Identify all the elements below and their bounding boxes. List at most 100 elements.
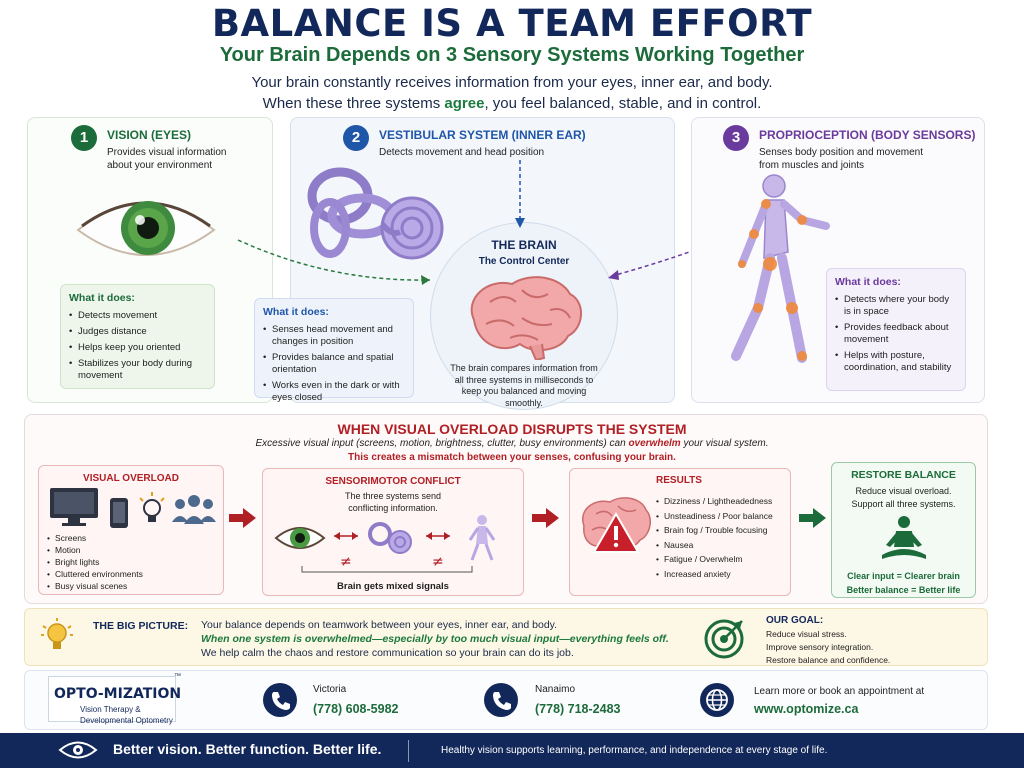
list-item: Detects movement bbox=[69, 310, 206, 322]
intro-line-2: When these three systems agree, you feel… bbox=[262, 95, 762, 112]
people-icon bbox=[172, 495, 216, 524]
bracket bbox=[301, 566, 473, 573]
results-list: Dizziness / Lightheadedness Unsteadiness… bbox=[656, 494, 773, 581]
phone-icon[interactable] bbox=[263, 683, 297, 717]
arrow-right-icon bbox=[229, 508, 256, 528]
restore-footer-1: Clear input = Clearer brain bbox=[847, 571, 960, 581]
svg-text:≠: ≠ bbox=[432, 554, 444, 570]
restore-desc: Reduce visual overload.Support all three… bbox=[851, 486, 956, 509]
eye-icon bbox=[76, 201, 216, 256]
footer-divider bbox=[408, 740, 409, 762]
goal-item: Reduce visual stress. bbox=[766, 629, 847, 639]
list-item: Helps keep you oriented bbox=[69, 342, 206, 354]
bulb-icon bbox=[139, 492, 165, 522]
svg-text:≠: ≠ bbox=[340, 554, 352, 570]
vestibular-number-badge: 2 bbox=[343, 125, 369, 151]
vestibular-what-title: What it does: bbox=[263, 306, 329, 318]
logo-tagline-1: Vision Therapy & bbox=[80, 705, 141, 714]
restore-balance-box bbox=[831, 462, 976, 598]
sensorimotor-title: SENSORIMOTOR CONFLICT bbox=[325, 476, 461, 487]
phone-icon bbox=[110, 498, 128, 528]
vestibular-arrowhead bbox=[515, 218, 525, 228]
meditation-icon bbox=[882, 516, 926, 559]
conflict-caption: Brain gets mixed signals bbox=[337, 581, 449, 592]
proprio-to-brain-arrow bbox=[611, 237, 729, 277]
page-title: BALANCE IS A TEAM EFFORT bbox=[211, 2, 813, 45]
victoria-phone[interactable]: (778) 608-5982 bbox=[313, 702, 399, 716]
victoria-city: Victoria bbox=[313, 684, 347, 695]
not-equal-icon-right: ≠ bbox=[432, 554, 444, 570]
list-item: Helps with posture, coordination, and st… bbox=[835, 350, 957, 374]
proprio-arrowhead bbox=[608, 270, 619, 280]
target-icon bbox=[704, 619, 744, 659]
web-label: Learn more or book an appointment at bbox=[754, 686, 925, 697]
eye-outline-icon bbox=[58, 741, 98, 759]
brain-title: THE BRAIN bbox=[491, 238, 557, 252]
logo-tagline-2: Developmental Optometry bbox=[80, 716, 173, 725]
list-item: Judges distance bbox=[69, 326, 206, 338]
list-item: Fatigue / Overwhelm bbox=[656, 552, 773, 567]
conflict-arrows-left bbox=[334, 532, 358, 540]
logo bbox=[48, 676, 176, 722]
connector-arrows bbox=[237, 160, 729, 285]
vision-to-brain-arrow bbox=[237, 239, 431, 281]
goal-item: Restore balance and confidence. bbox=[766, 655, 891, 665]
list-item: Increased anxiety bbox=[656, 567, 773, 582]
list-item: Cluttered environments bbox=[47, 568, 143, 580]
list-item: Stabilizes your body during movement bbox=[69, 358, 206, 382]
body-figure-icon bbox=[468, 515, 496, 561]
conflict-diagram: ≠ ≠ bbox=[274, 515, 496, 573]
big-picture-line-3: We help calm the chaos and restore commu… bbox=[201, 647, 574, 659]
proprioception-what-title: What it does: bbox=[835, 276, 901, 288]
intro-text: Your brain constantly receives informati… bbox=[0, 72, 1024, 114]
list-item: Busy visual scenes bbox=[47, 580, 143, 592]
goal-title: OUR GOAL: bbox=[766, 615, 824, 626]
phone-icon[interactable] bbox=[484, 683, 518, 717]
vision-what-title: What it does: bbox=[69, 292, 135, 304]
big-picture-label: THE BIG PICTURE: bbox=[93, 620, 189, 632]
big-picture-line-2: When one system is overwhelmed—especiall… bbox=[201, 633, 669, 645]
list-item: Brain fog / Trouble focusing bbox=[656, 523, 773, 538]
body-figure-icon bbox=[731, 174, 830, 363]
globe-icon[interactable] bbox=[700, 683, 734, 717]
visual-overload-list: Screens Motion Bright lights Cluttered e… bbox=[47, 532, 143, 592]
not-equal-icon-left: ≠ bbox=[340, 554, 352, 570]
brain-desc: The brain compares information from all … bbox=[450, 363, 598, 408]
footer-bar bbox=[0, 733, 1024, 768]
logo-trademark: ™ bbox=[174, 673, 181, 680]
website-link[interactable]: www.optomize.ca bbox=[754, 702, 859, 716]
big-picture-section bbox=[24, 608, 988, 666]
list-item: Works even in the dark or with eyes clos… bbox=[263, 380, 405, 404]
conflict-arrows-right bbox=[426, 532, 450, 540]
visual-overload-title: VISUAL OVERLOAD bbox=[83, 473, 179, 484]
proprioception-what-box: What it does: Detects where your body is… bbox=[826, 268, 966, 391]
overload-title: WHEN VISUAL OVERLOAD DISRUPTS THE SYSTEM bbox=[337, 421, 687, 437]
list-item: Provides feedback about movement bbox=[835, 322, 957, 346]
list-item: Provides balance and spatial orientation bbox=[263, 352, 405, 376]
proprioception-title: PROPRIOCEPTION (BODY SENSORS) bbox=[759, 128, 976, 142]
vision-number-badge: 1 bbox=[71, 125, 97, 151]
inner-ear-icon bbox=[368, 522, 412, 554]
list-item: Detects where your body is in space bbox=[835, 294, 957, 318]
lightbulb-icon bbox=[41, 618, 73, 649]
arrow-right-icon bbox=[799, 508, 826, 528]
intro-line-1: Your brain constantly receives informati… bbox=[251, 74, 773, 91]
footer-tagline: Better vision. Better function. Better l… bbox=[113, 741, 382, 757]
big-picture-line-1: Your balance depends on teamwork between… bbox=[201, 619, 558, 631]
vestibular-desc: Detects movement and head position bbox=[379, 147, 545, 158]
footer-message: Healthy vision supports learning, perfor… bbox=[441, 745, 828, 756]
list-item: Screens bbox=[47, 532, 143, 544]
vision-what-box: What it does: Detects movement Judges di… bbox=[60, 284, 215, 389]
eye-icon bbox=[274, 527, 326, 549]
overload-icons bbox=[50, 488, 216, 528]
monitor-icon bbox=[50, 488, 98, 526]
restore-footer-2: Better balance = Better life bbox=[846, 585, 961, 595]
list-item: Unsteadiness / Poor balance bbox=[656, 509, 773, 524]
nanaimo-phone[interactable]: (778) 718-2483 bbox=[535, 702, 621, 716]
list-item: Motion bbox=[47, 544, 143, 556]
list-item: Senses head movement and changes in posi… bbox=[263, 324, 405, 348]
